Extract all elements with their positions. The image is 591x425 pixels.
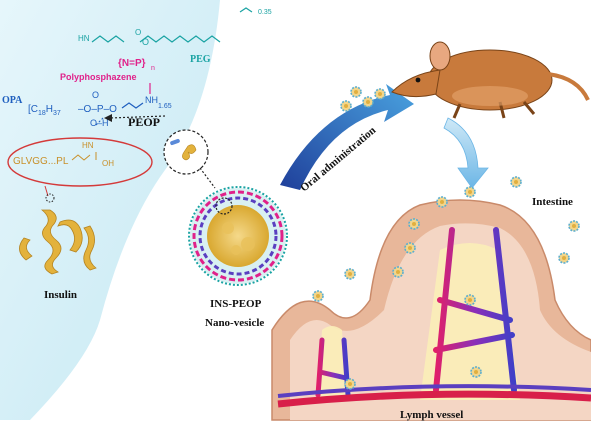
intestine-label: Intestine (532, 196, 573, 208)
phosphazene-backbone: {N=P} (118, 58, 146, 69)
peg-carbonyl: O (142, 37, 149, 47)
peg-subscript: 0.35 (258, 9, 272, 16)
callout-origin (45, 193, 55, 203)
intestine-villi (271, 199, 591, 421)
peptide-backbone (71, 152, 97, 161)
opa-label: OPA (2, 95, 23, 106)
peptide-callout (7, 137, 153, 187)
nano-vesicle-label: Nano-vesicle (205, 317, 264, 329)
peg-chain (91, 7, 253, 43)
peg-oxygen: O (135, 28, 141, 37)
nano-vesicle (188, 186, 288, 286)
intestine-transit-arrow (443, 117, 489, 189)
phosphate-oh: O–H (90, 118, 109, 128)
phosphate-oxygen: O (92, 90, 99, 100)
peptide-oh: OH (102, 159, 114, 168)
vesicle-zoom-origin (215, 197, 233, 215)
peop-label: PEOP (128, 115, 160, 129)
zoom-chain-fragment (170, 138, 180, 146)
linker-chain (121, 102, 144, 109)
polyphosphazene-label: Polyphosphazene (60, 72, 137, 82)
linker-subscript: 1.65 (158, 103, 172, 110)
zoom-connectors (109, 115, 216, 189)
peg-label: PEG (190, 54, 211, 65)
molecular-structure-panel (0, 0, 220, 420)
backbone-subscript: n (151, 65, 155, 72)
zoom-arrowhead (104, 114, 112, 122)
oral-administration-arrow (280, 84, 414, 190)
phosphate-group: –O–P–O (78, 104, 117, 115)
insulin-label: Insulin (44, 289, 77, 301)
peg-nh: HN (78, 34, 90, 43)
c18-chain: [C18H37 (28, 104, 61, 117)
linker-nh: NH (145, 95, 158, 105)
insulin-ribbon (19, 209, 97, 275)
zoom-insulin (182, 144, 197, 161)
ins-peop-label: INS-PEOP (210, 298, 262, 310)
mouse-illustration (391, 41, 590, 119)
peptide-sequence: GLVGG...PL (13, 156, 69, 167)
hbond-line (95, 117, 104, 126)
peptide-nh: HN (82, 141, 94, 150)
lymph-vessel-label: Lymph vessel (400, 409, 463, 421)
